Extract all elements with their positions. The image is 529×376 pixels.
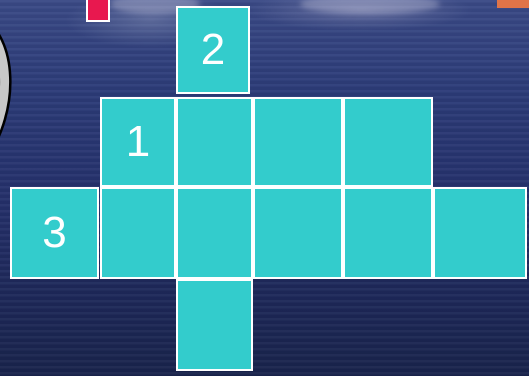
cloud-decoration bbox=[300, 0, 440, 14]
crossword-cell[interactable] bbox=[102, 189, 174, 277]
crossword-cell[interactable] bbox=[178, 99, 251, 185]
crossword-cell-2[interactable]: 2 bbox=[178, 8, 248, 92]
crossword-cell[interactable] bbox=[435, 189, 525, 277]
swirl-decoration bbox=[0, 18, 32, 168]
crossword-cell-3[interactable]: 3 bbox=[12, 189, 97, 277]
crossword-cell[interactable] bbox=[255, 189, 341, 277]
crossword-cell[interactable] bbox=[255, 99, 341, 185]
pink-shape-decoration bbox=[86, 0, 110, 22]
crossword-cell-1[interactable]: 1 bbox=[102, 99, 174, 185]
crossword-cell[interactable] bbox=[345, 99, 431, 185]
crossword-cell[interactable] bbox=[178, 281, 251, 369]
orange-shape-decoration bbox=[497, 0, 529, 8]
crossword-cell[interactable] bbox=[178, 189, 251, 277]
crossword-cell[interactable] bbox=[345, 189, 431, 277]
